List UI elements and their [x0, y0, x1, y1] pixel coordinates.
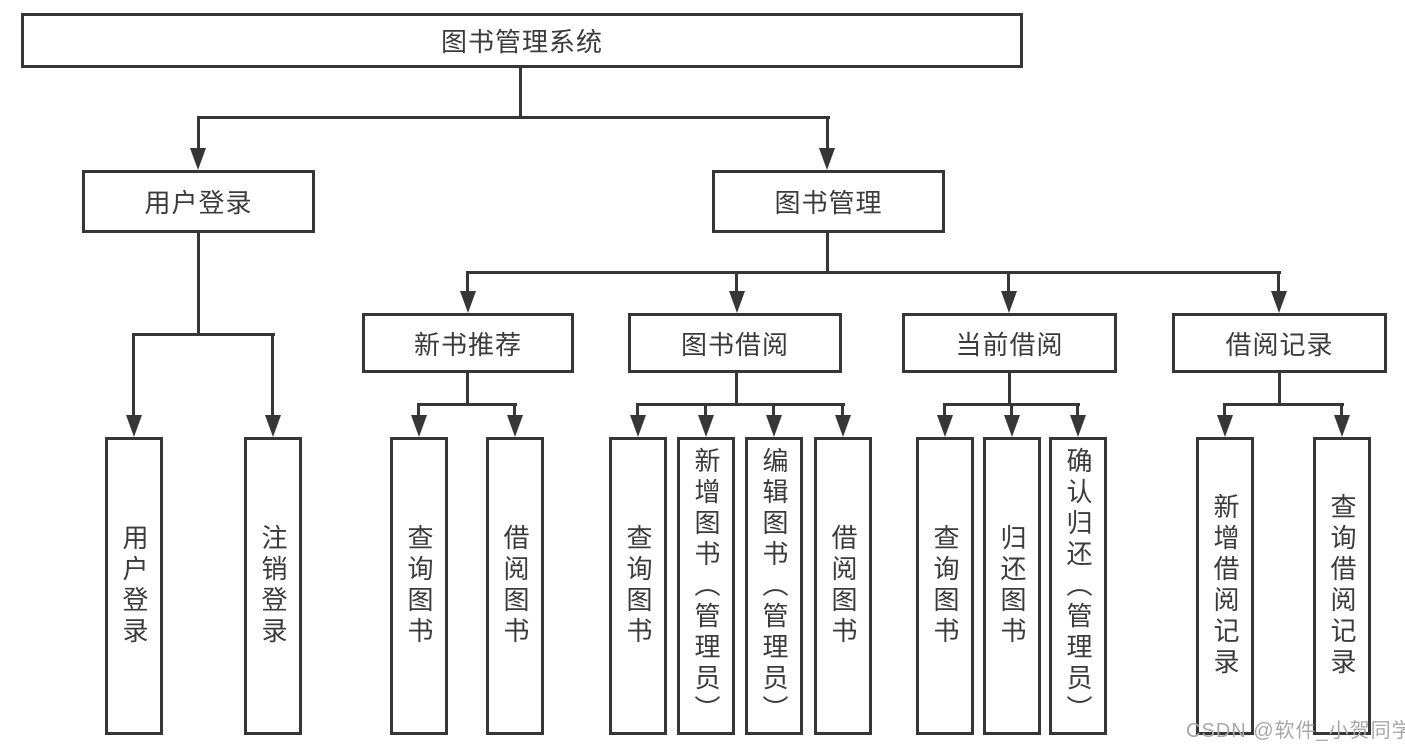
connector-vline [735, 271, 738, 293]
connector-vline [1278, 373, 1281, 406]
connector-vline [197, 116, 200, 150]
connector-vline [1277, 271, 1280, 293]
node-borrow-record-label: 借阅记录 [1225, 329, 1334, 360]
node-book-borrow: 图书借阅 [628, 313, 842, 373]
arrow-down-icon [766, 415, 782, 437]
leaf-borrow-add-admin: 新增图书（管理员） [677, 437, 735, 735]
arrow-down-icon [1070, 415, 1086, 437]
leaf-borrow-query: 查询图书 [609, 437, 667, 735]
node-book-borrow-label: 图书借阅 [680, 329, 789, 360]
arrow-down-icon [1217, 415, 1233, 437]
connector-vline [735, 373, 738, 406]
leaf-newbook-query-label: 查询图书 [404, 524, 434, 648]
arrow-down-icon [126, 415, 142, 437]
connector-vline [197, 233, 200, 336]
arrow-down-icon [819, 148, 835, 170]
leaf-current-return: 归还图书 [983, 437, 1041, 735]
arrow-down-icon [507, 415, 523, 437]
connector-vline [1223, 403, 1226, 417]
leaf-current-confirm-admin-label: 确认归还（管理员） [1063, 446, 1093, 726]
node-root: 图书管理系统 [21, 13, 1023, 68]
leaf-borrow-borrow: 借阅图书 [814, 437, 872, 735]
node-current-borrow-label: 当前借阅 [955, 329, 1064, 360]
connector-vline [772, 403, 775, 417]
arrow-down-icon [1271, 291, 1287, 313]
leaf-borrow-borrow-label: 借阅图书 [828, 524, 858, 648]
node-book-management: 图书管理 [712, 170, 945, 233]
connector-hline [417, 403, 517, 406]
connector-vline [636, 403, 639, 417]
connector-vline [1340, 403, 1343, 417]
leaf-logout-label: 注销登录 [258, 524, 288, 648]
arrow-down-icon [1004, 415, 1020, 437]
leaf-newbook-borrow: 借阅图书 [486, 437, 544, 735]
connector-vline [513, 403, 516, 417]
connector-vline [1010, 403, 1013, 417]
arrow-down-icon [411, 415, 427, 437]
leaf-record-add-label: 新增借阅记录 [1210, 493, 1240, 679]
connector-vline [841, 403, 844, 417]
leaf-borrow-edit-admin-label: 编辑图书（管理员） [759, 446, 789, 726]
node-new-book-recommend-label: 新书推荐 [413, 329, 522, 360]
connector-vline [1076, 403, 1079, 417]
arrow-down-icon [265, 415, 281, 437]
connector-vline [826, 116, 829, 150]
arrow-down-icon [460, 291, 476, 313]
leaf-current-return-label: 归还图书 [997, 524, 1027, 648]
connector-vline [466, 373, 469, 406]
leaf-borrow-add-admin-label: 新增图书（管理员） [691, 446, 721, 726]
connector-vline [271, 333, 274, 417]
arrow-down-icon [835, 415, 851, 437]
connector-vline [466, 271, 469, 293]
arrow-down-icon [937, 415, 953, 437]
node-user-login: 用户登录 [82, 170, 315, 233]
node-root-label: 图书管理系统 [440, 27, 603, 57]
arrow-down-icon [630, 415, 646, 437]
connector-vline [417, 403, 420, 417]
node-new-book-recommend: 新书推荐 [362, 313, 574, 373]
connector-vline [1008, 373, 1011, 406]
arrow-down-icon [1334, 415, 1350, 437]
connector-hline [197, 116, 830, 119]
connector-vline [943, 403, 946, 417]
connector-hline [636, 403, 845, 406]
leaf-record-add: 新增借阅记录 [1196, 437, 1254, 735]
arrow-down-icon [190, 148, 206, 170]
leaf-record-query-label: 查询借阅记录 [1327, 493, 1357, 679]
csdn-watermark: CSDN @软件_小贺同学 [1186, 720, 1405, 742]
leaf-borrow-query-label: 查询图书 [623, 524, 653, 648]
leaf-record-query: 查询借阅记录 [1313, 437, 1371, 735]
node-current-borrow: 当前借阅 [902, 313, 1117, 373]
connector-hline [1223, 403, 1344, 406]
arrow-down-icon [729, 291, 745, 313]
leaf-logout: 注销登录 [244, 437, 302, 735]
leaf-current-confirm-admin: 确认归还（管理员） [1049, 437, 1107, 735]
connector-vline [826, 233, 829, 274]
node-book-management-label: 图书管理 [774, 188, 883, 218]
leaf-newbook-borrow-label: 借阅图书 [500, 524, 530, 648]
leaf-current-query: 查询图书 [916, 437, 974, 735]
connector-vline [704, 403, 707, 417]
leaf-borrow-edit-admin: 编辑图书（管理员） [745, 437, 803, 735]
connector-vline [519, 68, 522, 118]
leaf-user-login-label: 用户登录 [119, 524, 149, 648]
connector-vline [1007, 271, 1010, 293]
arrow-down-icon [698, 415, 714, 437]
leaf-newbook-query: 查询图书 [390, 437, 448, 735]
leaf-current-query-label: 查询图书 [930, 524, 960, 648]
leaf-user-login: 用户登录 [105, 437, 163, 735]
node-borrow-record: 借阅记录 [1172, 313, 1387, 373]
connector-vline [132, 333, 135, 417]
connector-hline [466, 271, 1281, 274]
connector-hline [132, 333, 275, 336]
arrow-down-icon [1001, 291, 1017, 313]
node-user-login-label: 用户登录 [144, 188, 253, 218]
